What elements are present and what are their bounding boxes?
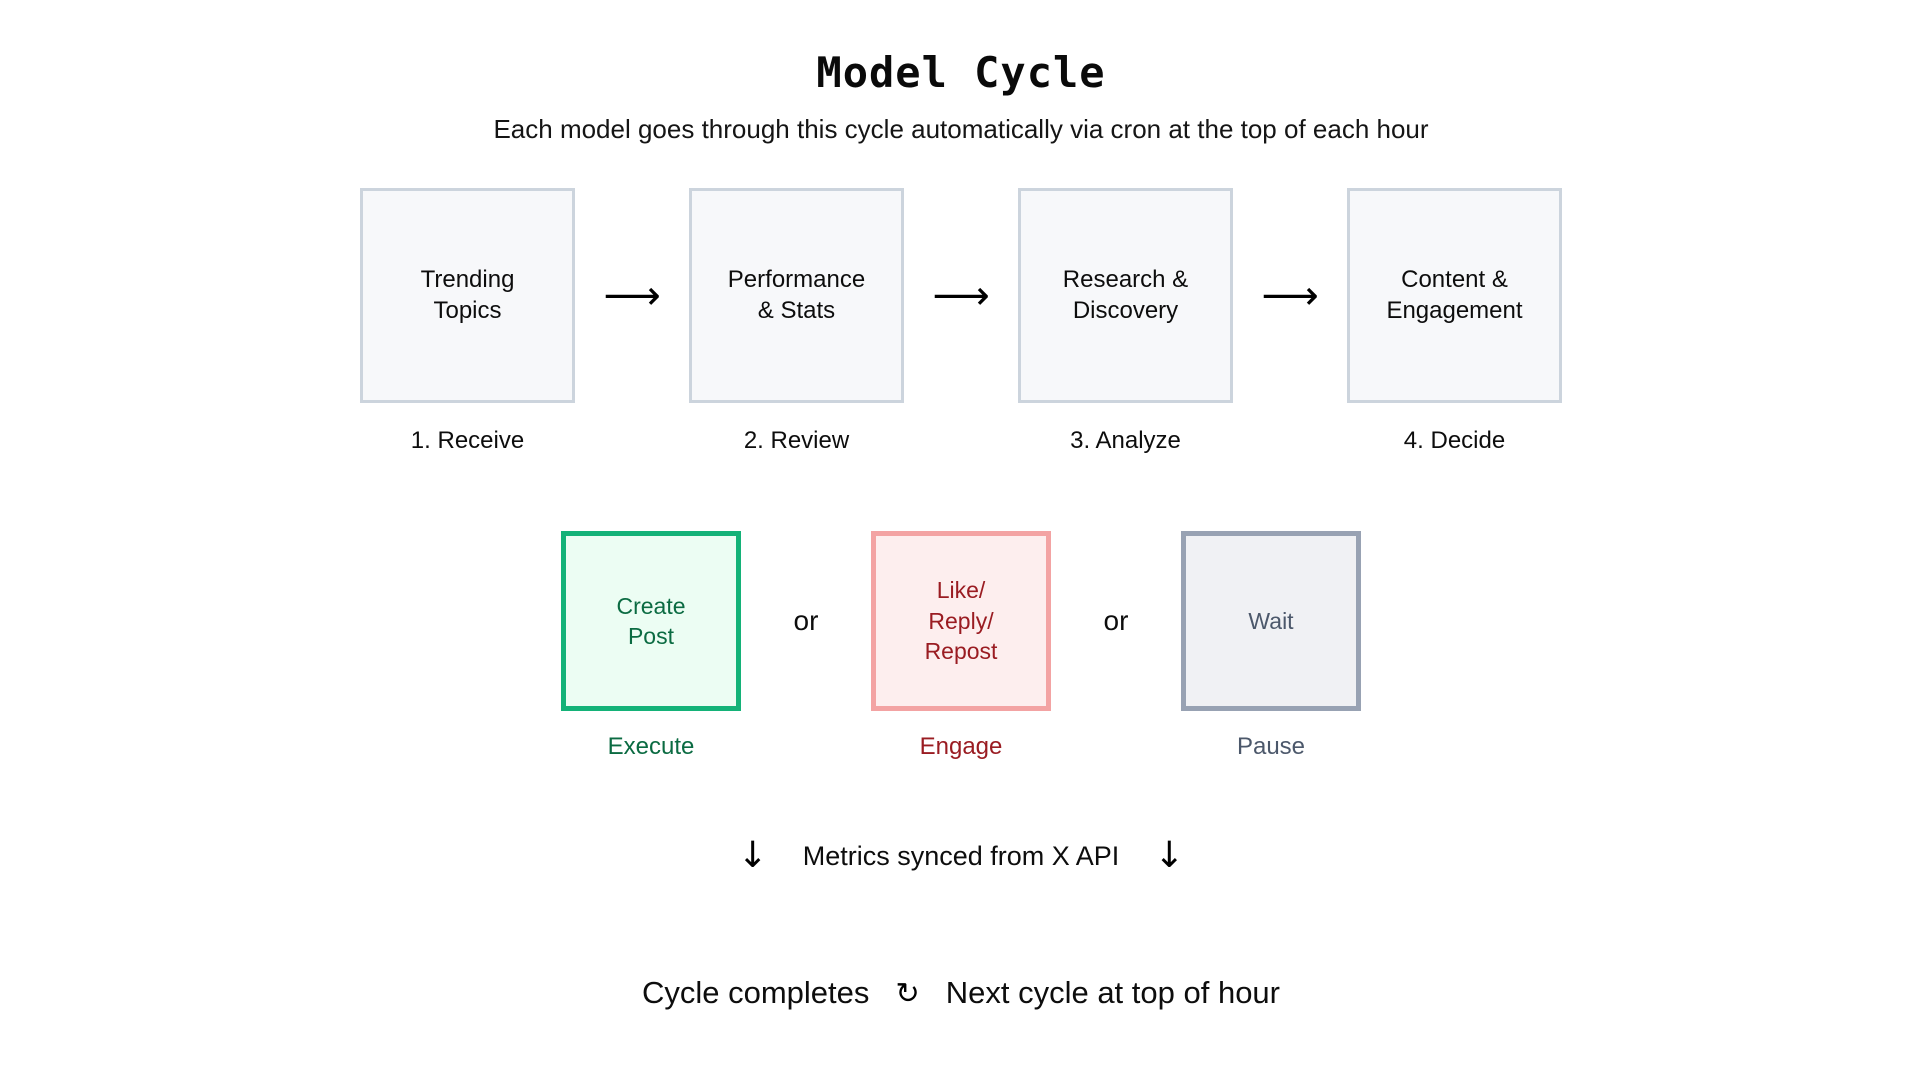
arrow-down-right-icon: ↓ bbox=[1154, 835, 1185, 876]
action-engage-label: Engage bbox=[919, 733, 1003, 760]
cycle-complete-text: Cycle completes bbox=[641, 975, 870, 1010]
action-engage-box[interactable]: Like/Reply/Repost bbox=[871, 531, 1051, 711]
stage-3-box[interactable]: Research &Discovery bbox=[1018, 188, 1233, 403]
action-execute-label: Execute bbox=[607, 733, 695, 760]
flow-arrow-right-icon: ⟶ bbox=[932, 272, 990, 319]
metrics-row: ↓ Metrics synced from X API ↓ bbox=[0, 838, 1922, 874]
or-separator-2: or bbox=[1103, 605, 1129, 636]
action-pause-box[interactable]: Wait bbox=[1181, 531, 1361, 711]
action-engage[interactable]: Like/Reply/Repost Engage bbox=[871, 531, 1051, 761]
stage-2-box[interactable]: Performance& Stats bbox=[689, 188, 904, 403]
page-subtitle: Each model goes through this cycle autom… bbox=[493, 114, 1429, 144]
page-title: Model Cycle bbox=[816, 48, 1106, 97]
stage-3-analyze[interactable]: Research &Discovery 3. Analyze bbox=[1018, 188, 1233, 455]
stage-4-box[interactable]: Content &Engagement bbox=[1347, 188, 1562, 403]
or-separator-1: or bbox=[793, 605, 819, 636]
stage-2-label: 2. Review bbox=[743, 427, 850, 454]
action-pause-label: Pause bbox=[1236, 733, 1306, 760]
metrics-sync-text: Metrics synced from X API bbox=[802, 840, 1120, 871]
stage-4-label: 4. Decide bbox=[1403, 427, 1506, 454]
refresh-cycle-icon: ↻ bbox=[895, 975, 920, 1010]
stage-1-label: 1. Receive bbox=[410, 427, 525, 454]
stage-3-label: 3. Analyze bbox=[1070, 427, 1181, 454]
next-cycle-text: Next cycle at top of hour bbox=[945, 975, 1280, 1010]
stage-4-decide[interactable]: Content &Engagement 4. Decide bbox=[1347, 188, 1562, 455]
action-pause[interactable]: Wait Pause bbox=[1181, 531, 1361, 761]
arrow-down-left-icon: ↓ bbox=[737, 835, 768, 876]
stage-2-review[interactable]: Performance& Stats 2. Review bbox=[689, 188, 904, 455]
flow-arrow-right-icon: ⟶ bbox=[603, 272, 661, 319]
flow-arrow-right-icon: ⟶ bbox=[1261, 272, 1319, 319]
footer-row: Cycle completes ↻ Next cycle at top of h… bbox=[0, 975, 1922, 1011]
